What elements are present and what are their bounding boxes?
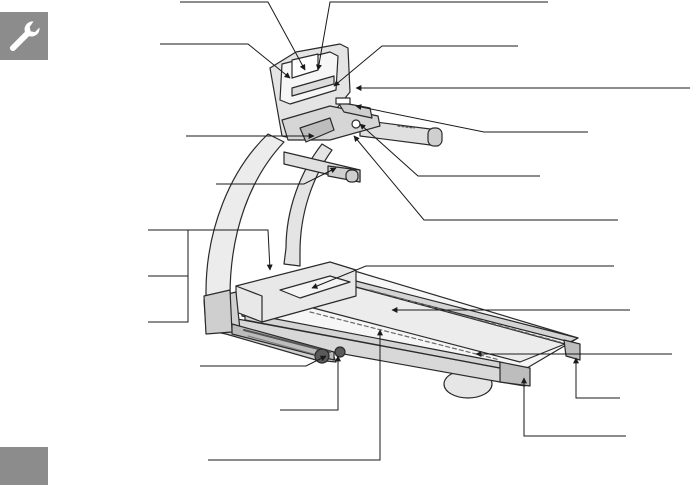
callout-line-incline bbox=[280, 355, 341, 411]
callout-line-console-screen bbox=[315, 1, 548, 71]
callout-line-tray bbox=[311, 265, 614, 289]
front-wheel-2 bbox=[334, 346, 346, 358]
callout-line-console-center bbox=[333, 45, 518, 87]
callout-line-safety-key bbox=[355, 104, 588, 133]
callout-line-handrail bbox=[359, 123, 540, 177]
treadmill-illustration bbox=[203, 43, 581, 399]
callout-line-frame bbox=[208, 329, 383, 461]
bottom-section-tab bbox=[0, 447, 48, 485]
callout-line-side-handrail bbox=[216, 167, 337, 185]
right-upright bbox=[283, 143, 333, 267]
rear-end-cap-right bbox=[563, 339, 581, 361]
callout-line-rear-cap bbox=[573, 357, 620, 399]
callout-line-front-wheel bbox=[200, 355, 327, 367]
left-upright bbox=[205, 133, 285, 331]
callout-line-motor-hood bbox=[188, 229, 273, 271]
callout-line-display-panel bbox=[160, 43, 291, 79]
wrench-icon bbox=[10, 21, 40, 51]
callout-lines bbox=[148, 1, 690, 461]
callout-line-rear-roller bbox=[521, 377, 626, 437]
callout-line-console-top-left bbox=[180, 1, 306, 71]
wrench-section-tab bbox=[0, 12, 48, 60]
callout-line-heart-rate bbox=[353, 135, 618, 221]
